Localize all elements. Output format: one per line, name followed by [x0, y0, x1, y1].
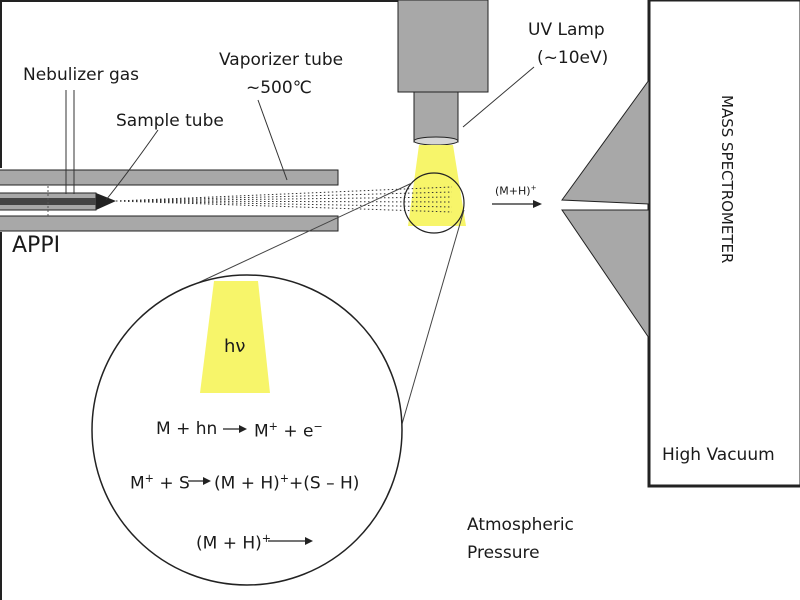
- uv-energy-label: (~10eV): [537, 48, 609, 68]
- leader-lines: [65, 66, 535, 201]
- zoom-line-left: [186, 182, 413, 289]
- uv-lamp-window: [413, 136, 459, 146]
- ion-flow-label: (M+H)+: [495, 183, 537, 198]
- equation-proton-transfer: M+ + S: [130, 472, 190, 494]
- uv-light-beam: [408, 145, 466, 226]
- high-vacuum-label: High Vacuum: [662, 445, 775, 465]
- uv-lamp-neck: [413, 91, 459, 143]
- equation-photoionization-products: M+ + e−: [254, 420, 323, 442]
- inset-photon-beam: [200, 281, 270, 393]
- vaporizer-tube-lower-wall: [0, 215, 339, 232]
- equation-photoionization: M + hn: [156, 419, 218, 439]
- sampling-cone-upper: [561, 78, 650, 205]
- ionization-region: [403, 172, 465, 234]
- inset-arrows: [188, 425, 313, 545]
- mass-spectrometer-box: [647, 0, 800, 488]
- mass-spectrometer-label: MASS SPECTROMETER: [718, 95, 736, 264]
- vaporizer-tube-upper-wall: [0, 169, 339, 186]
- spray-plume: [115, 186, 453, 213]
- photon-label: hν: [224, 336, 246, 357]
- equation-ion-exit: (M + H)+: [196, 532, 272, 554]
- inset-circle: [91, 274, 403, 586]
- pressure-label: Pressure: [467, 543, 540, 563]
- appi-label: APPI: [12, 233, 61, 258]
- uv-lamp-label: UV Lamp: [528, 20, 605, 40]
- nebulizer-gas-label: Nebulizer gas: [23, 65, 140, 85]
- chamber-frame: [0, 0, 398, 600]
- ion-flow-arrow: [492, 200, 542, 208]
- sample-tube-label: Sample tube: [116, 111, 224, 131]
- uv-lamp-body: [397, 0, 489, 93]
- vaporizer-tube-label: Vaporizer tube: [219, 50, 344, 70]
- sample-tube: [0, 186, 116, 216]
- equation-proton-transfer-products: (M + H)++(S – H): [214, 472, 360, 494]
- atmospheric-label: Atmospheric: [467, 515, 574, 535]
- vaporizer-temp-label: ~500℃: [246, 78, 312, 98]
- sampling-cone-lower: [561, 209, 650, 340]
